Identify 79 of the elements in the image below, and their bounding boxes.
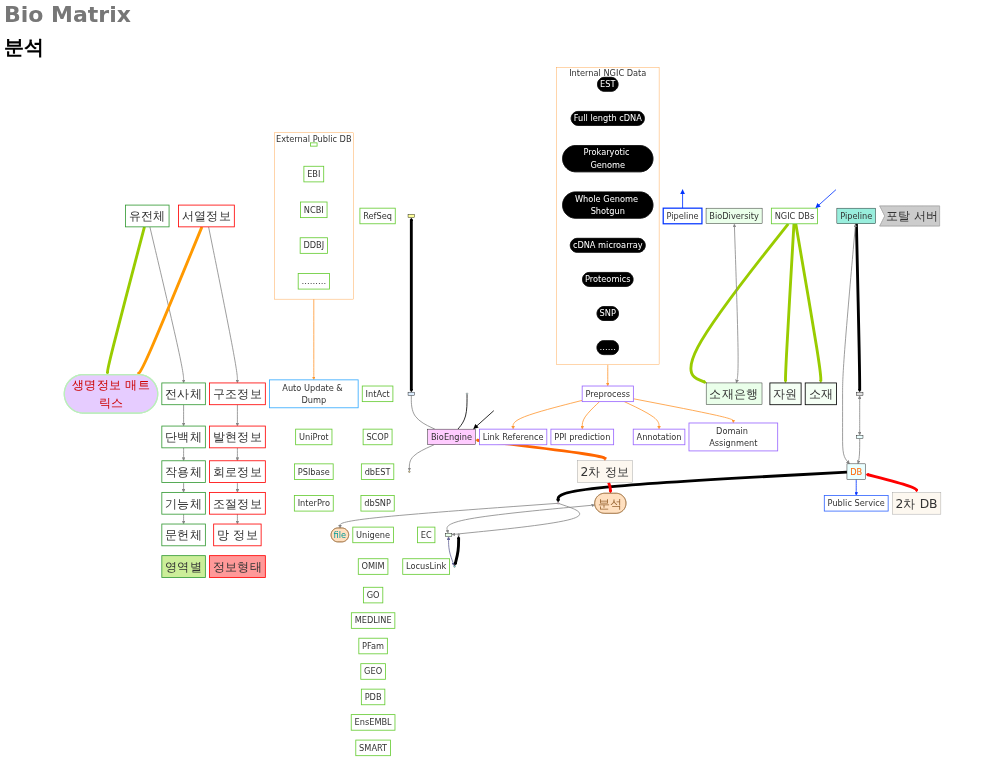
- diagram-title: Bio Matrix: [4, 2, 131, 27]
- arrow: [105, 226, 146, 375]
- node-circle: [408, 470, 411, 473]
- node-box: BioEngine: [427, 428, 476, 445]
- node-box: Auto Update & Dump: [268, 379, 359, 409]
- node-box: Preprocess: [581, 385, 634, 403]
- node-box: DDBJ: [299, 237, 328, 254]
- node-circle: [453, 565, 456, 568]
- node-box: dbSNP: [360, 495, 395, 512]
- node-box: SCOP: [362, 428, 393, 446]
- node-box: BioDiversity: [705, 207, 763, 224]
- node-box: 자원: [769, 382, 802, 406]
- node-box: PFam: [358, 637, 388, 655]
- node-box: [856, 435, 864, 439]
- arrow: [865, 473, 919, 493]
- arrow: [556, 470, 847, 503]
- node-box: Domain Assignment: [688, 422, 779, 452]
- node-box: PPI prediction: [550, 428, 614, 446]
- node-box: Unigene: [352, 526, 394, 544]
- node-box: Annotation: [632, 428, 686, 446]
- node-box: 단백체: [161, 425, 206, 449]
- node-box: [445, 533, 452, 537]
- node-box: EnsEMBL: [350, 714, 396, 731]
- node-box: 망 정보: [213, 523, 262, 547]
- node-box: dbEST: [360, 463, 395, 480]
- node-box: Pipeline: [662, 207, 703, 225]
- arrow: [783, 223, 796, 384]
- node-box: GO: [362, 586, 384, 604]
- node-box: 회로정보: [209, 460, 266, 483]
- node-box: 조절정보: [209, 492, 266, 515]
- node-box: 2차 정보: [576, 460, 633, 483]
- node-box: 작용체: [161, 460, 206, 483]
- node-box: [310, 142, 318, 147]
- node-box: [856, 391, 864, 396]
- node-box: 영역별: [161, 555, 206, 578]
- node-box: PSIbase: [293, 463, 334, 480]
- node-box: EBI: [303, 165, 325, 183]
- node-box: 소재은행: [705, 382, 763, 405]
- node-box: 발현정보: [209, 425, 266, 449]
- node-box: GEO: [360, 663, 386, 680]
- node-box: 구조정보: [209, 382, 266, 406]
- node-box: 정보형태: [209, 555, 266, 578]
- node-box: [407, 391, 415, 396]
- node-circle: [465, 392, 468, 395]
- node-box: Pipeline: [836, 207, 876, 224]
- arrow: [409, 217, 414, 393]
- connector: [457, 394, 468, 430]
- node-circle: [457, 533, 460, 536]
- node-circle: [557, 502, 560, 505]
- node-box: NCBI: [300, 201, 328, 219]
- node-box: MEDLINE: [350, 612, 396, 629]
- arrow: [453, 535, 461, 566]
- node-box: PDB: [360, 688, 386, 706]
- node-box: SMART: [355, 739, 391, 757]
- node-box: IntAct: [361, 385, 394, 403]
- node-box: 서열정보: [177, 204, 235, 228]
- connector: [410, 395, 436, 430]
- node-box: [407, 214, 415, 218]
- node-box: 기능체: [161, 492, 206, 515]
- node-box: Link Reference: [478, 428, 548, 446]
- node-box: Public Service: [823, 495, 889, 512]
- node-box: LocusLink: [402, 558, 450, 575]
- node-box: 전사체: [161, 382, 206, 406]
- node-box: DB: [846, 463, 866, 480]
- arrow: [854, 223, 862, 393]
- arrow: [136, 226, 204, 375]
- node-box: 2차 DB: [892, 492, 941, 515]
- node-box: 소재: [804, 382, 837, 406]
- note-text: 분석: [4, 34, 44, 61]
- node-box: RefSeq: [359, 207, 396, 225]
- node-box: UniProt: [295, 428, 333, 446]
- arrow: [794, 223, 823, 384]
- node-box: 유전체: [125, 204, 170, 228]
- node-box: InterPro: [293, 495, 334, 512]
- node-box: NGIC DBs: [770, 207, 818, 225]
- node-box: OMIM: [357, 558, 389, 575]
- node-box: ………: [297, 273, 330, 290]
- node-box: 문헌체: [161, 523, 206, 547]
- node-box: EC: [416, 526, 436, 544]
